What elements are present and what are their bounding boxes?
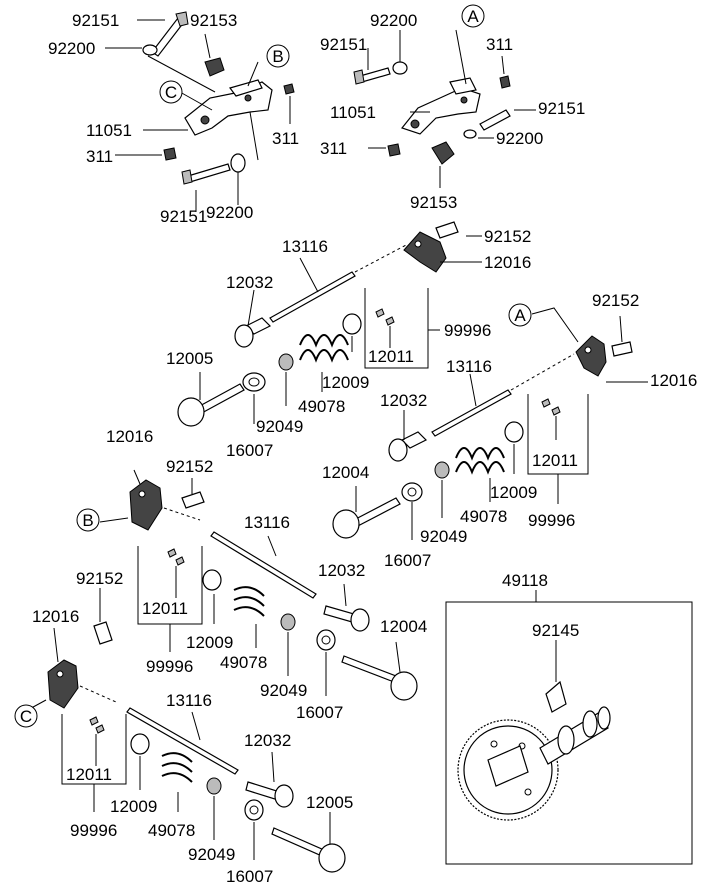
svg-text:C: C bbox=[20, 707, 32, 726]
label-12032: 12032 bbox=[226, 273, 273, 292]
label-16007: 16007 bbox=[384, 551, 431, 570]
label-13116: 13116 bbox=[244, 513, 290, 532]
valve-group-bottom bbox=[23, 588, 346, 873]
valve-group-left bbox=[99, 469, 418, 701]
callout-B-top: B bbox=[266, 44, 290, 68]
label-92200: 92200 bbox=[496, 129, 543, 148]
label-12009: 12009 bbox=[322, 373, 369, 392]
label-12016: 12016 bbox=[650, 371, 697, 390]
valve-group-right bbox=[332, 307, 648, 540]
label-92049: 92049 bbox=[188, 845, 235, 864]
label-16007: 16007 bbox=[226, 867, 273, 886]
label-311: 311 bbox=[320, 139, 347, 158]
label-12009: 12009 bbox=[186, 633, 233, 652]
label-92200: 92200 bbox=[206, 203, 253, 222]
label-12004: 12004 bbox=[322, 463, 369, 482]
callout-A-top: A bbox=[461, 4, 485, 28]
label-12032: 12032 bbox=[380, 391, 427, 410]
label-92049: 92049 bbox=[256, 417, 303, 436]
label-11051: 11051 bbox=[330, 103, 376, 122]
label-49078: 49078 bbox=[460, 507, 507, 526]
governor-bracket-right bbox=[353, 29, 536, 188]
label-99996: 99996 bbox=[444, 321, 491, 340]
label-92153: 92153 bbox=[410, 193, 457, 212]
label-12009: 12009 bbox=[490, 483, 537, 502]
label-12011: 12011 bbox=[66, 765, 112, 784]
label-311: 311 bbox=[272, 129, 299, 148]
label-12005: 12005 bbox=[306, 793, 353, 812]
label-13116: 13116 bbox=[166, 691, 212, 710]
label-12011: 12011 bbox=[142, 599, 188, 618]
camshaft-assembly bbox=[445, 590, 693, 865]
label-49118: 49118 bbox=[502, 571, 548, 590]
label-92152: 92152 bbox=[166, 457, 213, 476]
label-13116: 13116 bbox=[446, 357, 492, 376]
label-92151: 92151 bbox=[160, 207, 207, 226]
label-92049: 92049 bbox=[420, 527, 467, 546]
label-99996: 99996 bbox=[146, 657, 193, 676]
label-12016: 12016 bbox=[484, 253, 531, 272]
svg-text:B: B bbox=[82, 511, 93, 530]
label-92151: 92151 bbox=[538, 99, 585, 118]
label-12011: 12011 bbox=[368, 347, 414, 366]
callout-C-top: C bbox=[159, 80, 183, 104]
label-49078: 49078 bbox=[298, 397, 345, 416]
label-92152: 92152 bbox=[484, 227, 531, 246]
label-311: 311 bbox=[486, 35, 513, 54]
label-12032: 12032 bbox=[244, 731, 291, 750]
svg-text:C: C bbox=[165, 83, 177, 102]
governor-bracket-left bbox=[105, 11, 295, 212]
label-12004: 12004 bbox=[380, 617, 427, 636]
label-92145: 92145 bbox=[532, 621, 579, 640]
label-92151: 92151 bbox=[72, 11, 119, 30]
label-16007: 16007 bbox=[226, 441, 273, 460]
label-16007: 16007 bbox=[296, 703, 343, 722]
label-92151: 92151 bbox=[320, 35, 367, 54]
callout-A-mid: A bbox=[508, 303, 532, 327]
callout-C-bottom: C bbox=[14, 704, 38, 728]
label-13116: 13116 bbox=[282, 237, 328, 256]
label-12011: 12011 bbox=[532, 451, 578, 470]
valve-group-upper bbox=[177, 221, 482, 427]
label-49078: 49078 bbox=[148, 821, 195, 840]
svg-text:A: A bbox=[514, 306, 526, 325]
label-49078: 49078 bbox=[220, 653, 267, 672]
label-311: 311 bbox=[86, 147, 113, 166]
label-12032: 12032 bbox=[318, 561, 365, 580]
label-92153: 92153 bbox=[190, 11, 237, 30]
label-12005: 12005 bbox=[166, 349, 213, 368]
label-11051: 11051 bbox=[86, 121, 132, 140]
label-92200: 92200 bbox=[370, 11, 417, 30]
label-92152: 92152 bbox=[76, 569, 123, 588]
label-12016: 12016 bbox=[106, 427, 153, 446]
label-92152: 92152 bbox=[592, 291, 639, 310]
svg-text:A: A bbox=[467, 7, 479, 26]
label-12009: 12009 bbox=[110, 797, 157, 816]
svg-text:B: B bbox=[272, 47, 283, 66]
label-99996: 99996 bbox=[528, 511, 575, 530]
label-92200: 92200 bbox=[48, 39, 95, 58]
callout-B-mid: B bbox=[76, 508, 100, 532]
label-99996: 99996 bbox=[70, 821, 117, 840]
label-92049: 92049 bbox=[260, 681, 307, 700]
label-12016: 12016 bbox=[32, 607, 79, 626]
